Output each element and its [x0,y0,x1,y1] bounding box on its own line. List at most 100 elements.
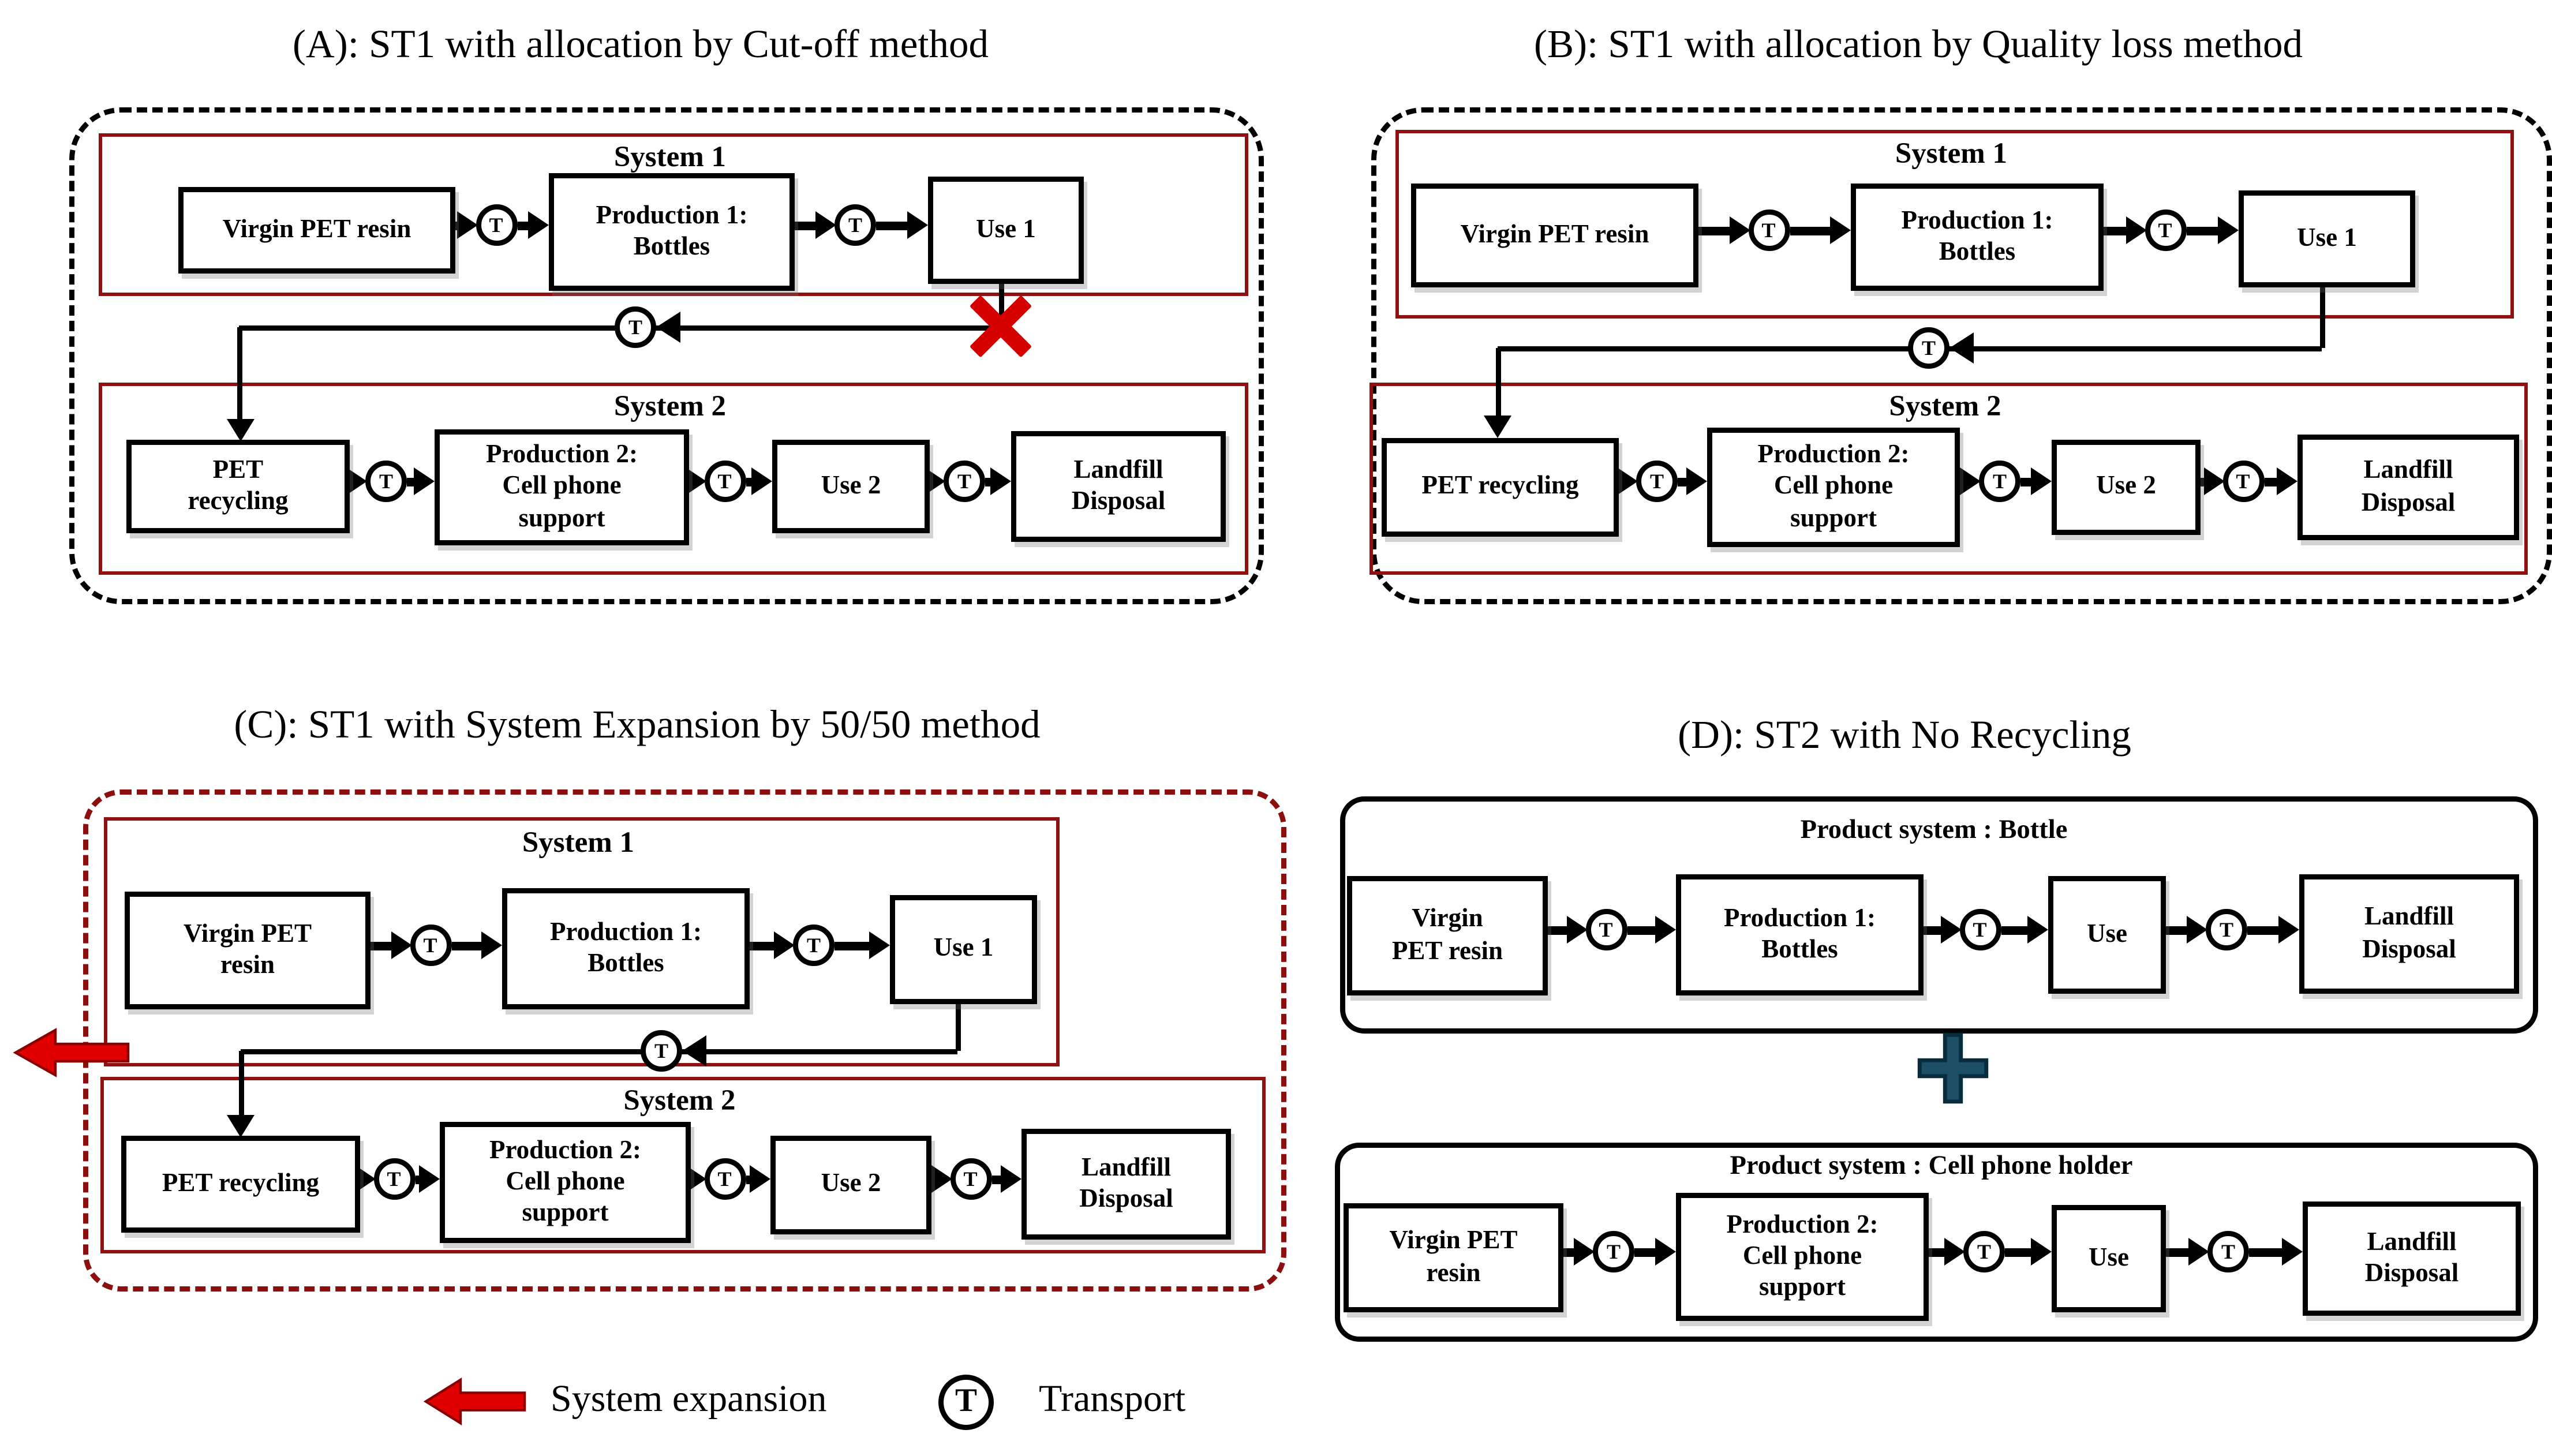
transport-circle: T [949,1158,991,1200]
panel-c-system2-label: System 2 [623,1084,736,1117]
flow-line [1789,226,1832,235]
process-box-production2-cellphone: Production 2: Cell phone support [1707,428,1960,547]
transport-connector: T [350,1155,440,1203]
transport-circle: T [1585,909,1627,950]
transport-connector: T [1553,1227,1676,1276]
transport-connector: T [919,457,1011,506]
arrowhead-icon [227,419,255,441]
arrowhead-icon [750,1165,770,1193]
arrowhead-icon [2031,1238,2052,1266]
transport-circle: T [2222,461,2264,502]
arrowhead-icon [656,312,680,343]
transport-connector: T [680,1155,770,1203]
arrowhead-icon [2277,467,2297,495]
transport-connector: T [360,921,502,970]
process-box-production1-bottles: Production 1: Bottles [1851,184,2104,291]
transport-connector: T [921,1155,1021,1203]
panel-a-scenario-boundary [69,107,1264,604]
transport-connector: T [1537,905,1676,954]
arrowhead-icon [1830,216,1851,244]
flow-line [451,941,483,950]
flow-line [1678,477,1688,486]
transport-connector: T [1918,1227,2052,1276]
transport-circle: T [2144,209,2186,251]
transport-circle: T [1908,327,1949,369]
arrowhead-icon [2278,916,2299,944]
arrowhead-icon [1686,467,1707,495]
flow-line [745,477,753,486]
transport-circle: T [704,461,746,502]
arrowhead-icon [751,467,772,495]
process-box-landfill-disposal: Landfill Disposal [2303,1202,2521,1316]
transport-circle: T [2207,1231,2249,1272]
transport-circle: T [1959,909,2001,950]
transport-circle: T [944,461,985,502]
process-box-use2: Use 2 [772,440,930,533]
arrowhead-icon [930,1165,952,1193]
panel-c-system2-boundary [100,1077,1266,1253]
process-box-landfill-disposal: Landfill Disposal [1011,431,1226,542]
flow-line [991,1174,1002,1184]
panel-b-system1-label: System 1 [1895,137,2008,170]
process-box-use: Use [2048,876,2166,994]
transport-circle: T [1593,1231,1634,1272]
transport-circle: T [2206,909,2247,950]
panel-b-title: (B): ST1 with allocation by Quality loss… [1534,23,2303,66]
panel-d-title: (D): ST2 with No Recycling [1678,713,2131,757]
process-box-use2: Use 2 [770,1136,931,1234]
arrowhead-icon [990,467,1011,495]
panel-c-system1-label: System 1 [522,826,635,859]
arrowhead-icon [1728,216,1750,244]
arrowhead-icon [1617,467,1638,495]
arrowhead-icon [815,211,836,239]
arrowhead-icon [1484,416,1511,438]
legend-transport-label: Transport [1039,1376,1186,1420]
transport-connector: T [784,201,928,249]
transport-circle: T [1979,461,2020,502]
panel-b-system1-boundary [1395,130,2514,319]
arrowhead-icon [414,467,435,495]
arrowhead-icon [682,1035,706,1066]
arrowhead-icon [456,211,477,239]
process-box-use1: Use 1 [890,895,1037,1004]
transport-circle: T [409,924,451,966]
flow-line [2263,477,2278,486]
transport-connector: T [2156,1227,2303,1276]
arrowhead-icon [774,931,795,959]
transport-circle: T [365,461,407,502]
transport-connector: T [2156,905,2299,954]
no-flow-cross-icon [970,294,1032,357]
process-box-virgin-pet-resin: Virgin PET resin [1411,184,1698,287]
transport-circle: T [373,1158,415,1200]
process-box-production1-bottles: Production 1: Bottles [502,888,750,1009]
arrowhead-icon [1001,1165,1021,1193]
transport-connector: T [1949,457,2052,506]
arrowhead-icon [1960,467,1981,495]
flow-line [2247,925,2280,934]
plus-icon [1917,1032,1989,1104]
arrowhead-icon [1940,916,1961,944]
flow-line [236,327,242,421]
flow-line [835,941,871,950]
arrowhead-icon [2125,216,2146,244]
arrowhead-icon [2027,916,2048,944]
arrowhead-icon [1949,332,1974,364]
arrowhead-icon [1566,916,1587,944]
legend-system-expansion-label: System expansion [551,1376,827,1420]
arrowhead-icon [2282,1238,2303,1266]
transport-circle: T [641,1030,682,1072]
arrowhead-icon [907,211,928,239]
transport-circle: T [704,1158,746,1200]
flow-line [241,1048,957,1054]
flow-line [1634,1247,1657,1256]
transport-connector: T [1688,206,1851,254]
transport-circle: T [835,204,876,246]
panel-c-system1-boundary [104,817,1060,1066]
flow-line [414,1174,421,1184]
transport-connector: T [1608,457,1707,506]
transport-circle: T [938,1375,994,1430]
arrowhead-icon [1574,1238,1595,1266]
